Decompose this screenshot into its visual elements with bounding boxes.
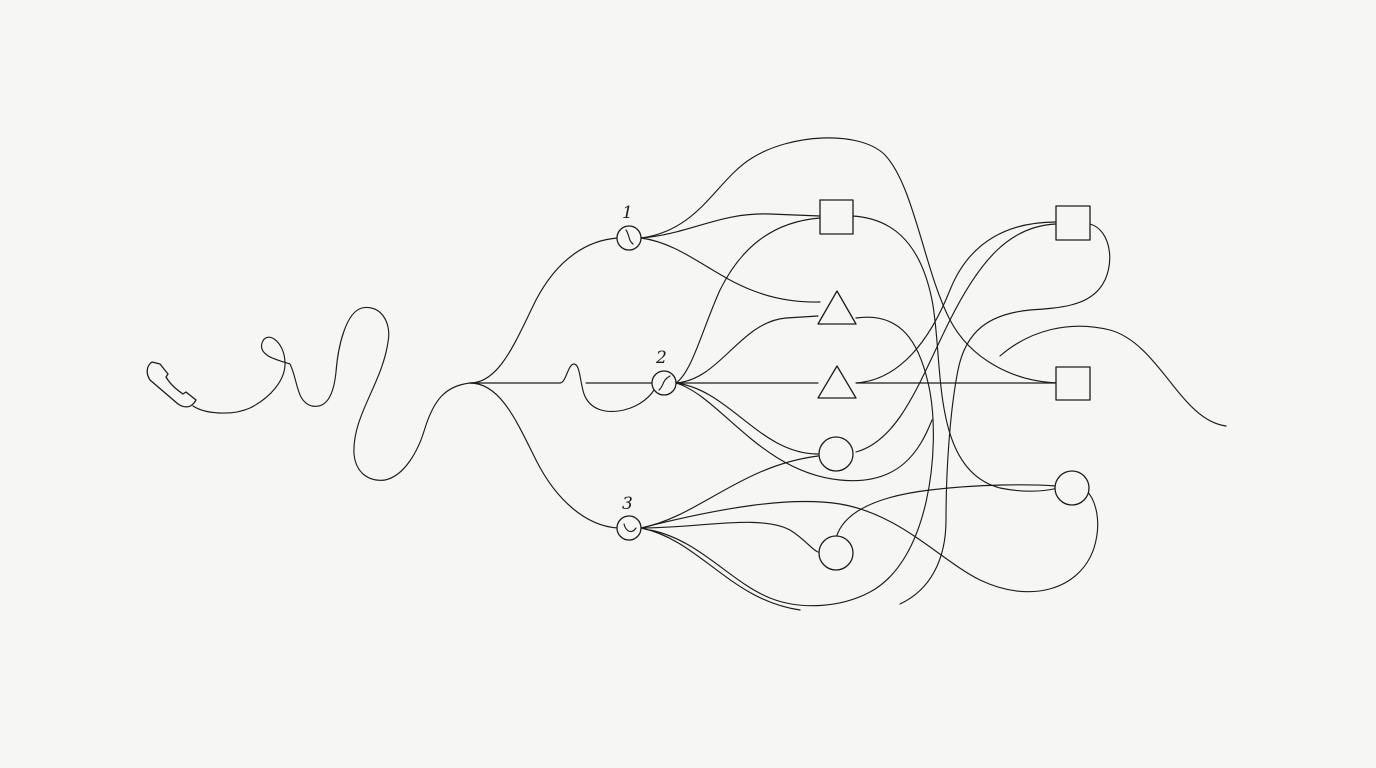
right-square-node-2 xyxy=(1055,366,1091,401)
connector-hub-2-to-lower-arc xyxy=(675,382,933,482)
hub-node-3: 3 xyxy=(616,494,642,541)
connector-circle-2-to-right-circle xyxy=(835,484,1057,539)
connector-right-square-1-loop xyxy=(899,223,1111,605)
mid-triangle-node-1 xyxy=(817,290,857,325)
connector-hub-3-to-right-circle-wide xyxy=(640,489,1099,593)
mid-circle-node-2 xyxy=(818,535,854,571)
connector-hub-3-to-lower-curve xyxy=(640,527,801,611)
mid-triangle-node-2 xyxy=(817,365,857,399)
connector-exit-line xyxy=(999,325,1227,427)
hub-node-2: 2 xyxy=(651,348,677,396)
connector-triangle-2-to-right-square-1 xyxy=(855,221,1057,384)
connector-mid-square-1-down xyxy=(675,217,821,384)
connector-hub-3-to-circle-1 xyxy=(640,455,819,529)
connector-circle-1-to-right-square-1 xyxy=(855,223,1057,453)
right-circle-node-1 xyxy=(1054,470,1090,506)
mid-circle-node-1 xyxy=(818,436,854,472)
mid-square-node-1 xyxy=(819,199,854,235)
connector-mid-square-1-to-right xyxy=(851,215,1059,492)
hub-label-1: 1 xyxy=(622,203,633,223)
right-square-node-1 xyxy=(1055,205,1091,241)
connector-hub-3-to-circle-2 xyxy=(640,521,819,553)
connector-hub-2-to-triangle-1 xyxy=(675,315,819,384)
hub-label-2: 2 xyxy=(655,348,667,368)
connector-split-to-hub-2 xyxy=(469,363,657,413)
connector-hub-1-to-triangle-1 xyxy=(640,237,821,303)
phone-handset-icon xyxy=(146,361,197,408)
connector-triangle-1-onward xyxy=(649,316,934,607)
phone-cord xyxy=(192,306,471,481)
connector-split-to-hub-1 xyxy=(469,237,619,384)
hub-label-3: 3 xyxy=(622,494,633,514)
hub-node-1: 1 xyxy=(616,203,642,251)
connector-split-to-hub-3 xyxy=(469,382,619,529)
connector-hub-1-to-mid-square-1 xyxy=(640,213,821,239)
connector-hub-2-to-circle-1 xyxy=(675,382,819,455)
connector-hub-1-to-top-arc xyxy=(640,137,1061,384)
